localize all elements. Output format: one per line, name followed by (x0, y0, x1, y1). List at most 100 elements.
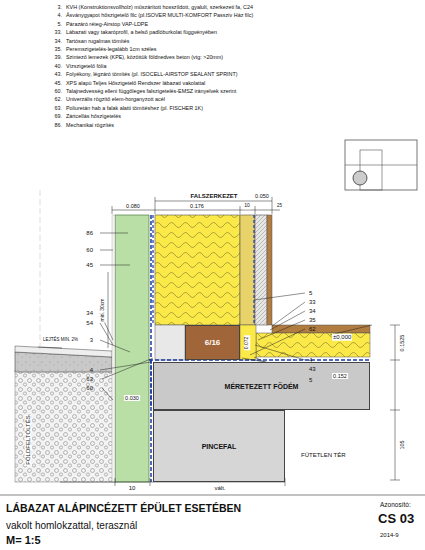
annotation: 4 (90, 367, 93, 374)
line-shape (390, 480, 400, 481)
rect-shape (255, 215, 267, 325)
legend-text: Tartósan rugalmas tömítés (66, 39, 130, 45)
annotation: min. 30cm (100, 297, 106, 322)
annotation: 25 (276, 204, 283, 209)
line-shape (102, 388, 113, 400)
annotation: 0.1525 (399, 334, 405, 353)
callout-number: 40. (55, 64, 63, 70)
legend-text: Univerzális rögzítő elem-horganyzott acé… (66, 97, 165, 103)
circle-shape (353, 171, 367, 185)
line-shape (112, 206, 113, 214)
annotation: Azonosító: (380, 501, 411, 508)
callout-number: 5. (58, 22, 63, 28)
annotation: 43 (309, 366, 316, 373)
callout-number: 60. (55, 89, 63, 95)
sill-plate: 6/16 (185, 325, 240, 360)
annotation: 5 (309, 290, 312, 297)
part-label: PINCEFAL (202, 443, 237, 450)
legend-text: Mechanikai rögzítés (66, 123, 114, 129)
callout-number: 4. (58, 13, 63, 19)
line-shape (100, 340, 130, 352)
annotation: 34 (309, 308, 316, 315)
legend-text: Vízszigetelő fólia (66, 64, 106, 70)
annotation: 62 (309, 326, 316, 333)
rect-shape (345, 140, 417, 190)
annotation: 3 (90, 337, 93, 344)
line-shape (272, 302, 305, 326)
annotation: 4 (309, 357, 312, 364)
annotation: 0.152 (332, 373, 348, 379)
line-shape (155, 201, 272, 202)
legend-text: Peremszigetelés-legalább 1cm széles (66, 47, 157, 53)
annotation: 35 (309, 317, 316, 324)
rect-shape (240, 215, 255, 325)
rect-shape (15, 370, 115, 482)
legend-text: XPS alapú Teljes Hőszigetelő Rendszer lá… (66, 81, 205, 87)
line-shape (390, 325, 400, 326)
line-shape (150, 215, 152, 482)
annotation: 86 (86, 230, 93, 237)
line-shape (100, 265, 130, 266)
line-shape (270, 311, 305, 330)
annotation: 0.176 (189, 203, 205, 209)
annotation: 0.030 (124, 395, 140, 401)
rect-shape (112, 215, 115, 482)
callout-number: 34. (55, 39, 63, 45)
line-shape (40, 190, 41, 482)
annotation: 105 (399, 439, 405, 450)
line-shape (390, 360, 400, 361)
legend-text: Talajnedvesség elleni függőleges falszig… (66, 89, 236, 95)
legend-text: Lábazati vagy takaróprofil, a belső padl… (66, 30, 217, 36)
line-shape (240, 206, 241, 214)
legend-text: KVH (Konstruktionsvollholz) műszárított … (66, 5, 253, 11)
line-shape (254, 293, 305, 300)
line-shape (152, 215, 153, 325)
annotation: 2014-9 (380, 532, 399, 539)
callout-number: 35. (55, 47, 63, 53)
rect-shape (267, 215, 272, 325)
path-shape (38, 347, 62, 348)
legend-text: Párazáró réteg-Airstop VAP-LDPE (66, 22, 148, 28)
annotation: vakolt homlokzattal, terasznál (6, 520, 137, 531)
annotation: 5 (309, 377, 312, 384)
dimension-lines (40, 190, 400, 486)
legend-text: Poliuretán hab a falak alatti tömítéshez… (66, 106, 203, 112)
line-shape (395, 325, 396, 480)
line-shape (100, 362, 151, 370)
callout-number: 45. (55, 81, 63, 87)
callout-number: 63. (55, 106, 63, 112)
line-shape (255, 206, 256, 214)
annotation: FALSZERKEZET (189, 193, 238, 200)
annotation: 33 (309, 299, 316, 306)
annotation: 0.080 (125, 203, 141, 209)
line-shape (100, 250, 113, 251)
line-shape (258, 320, 305, 340)
callout-number: 69. (55, 114, 63, 120)
line-shape (0, 495, 425, 496)
line-shape (390, 410, 400, 411)
rect-shape (155, 215, 240, 325)
callout-number: 62. (55, 97, 63, 103)
rect-shape (240, 325, 256, 360)
rect-shape (155, 325, 185, 360)
line-shape (100, 233, 128, 234)
line-shape (272, 197, 273, 214)
line-shape (102, 358, 153, 379)
key-plan (345, 140, 417, 190)
floor-slab: MÉRETEZETT FÖDÉM (153, 362, 370, 410)
annotation: vált. (213, 485, 226, 492)
legend-text: Zártcellás hőszigetelés (66, 114, 121, 120)
annotation: 10 (128, 485, 137, 492)
callout-number: 33. (55, 30, 63, 36)
annotation: FÖLDFELTÖLTÉS (25, 414, 32, 465)
line-shape (255, 345, 305, 360)
callout-number: 39. (55, 55, 63, 61)
line-shape (100, 323, 113, 345)
annotation: 34 (86, 310, 93, 317)
line-shape (345, 165, 417, 166)
polygon-shape (15, 346, 112, 357)
line-shape (150, 360, 152, 408)
annotation: 0.072 (244, 336, 250, 351)
legend-text: Ásványgyapot hőszigetelő filc (pl.ISOVER… (66, 13, 253, 19)
